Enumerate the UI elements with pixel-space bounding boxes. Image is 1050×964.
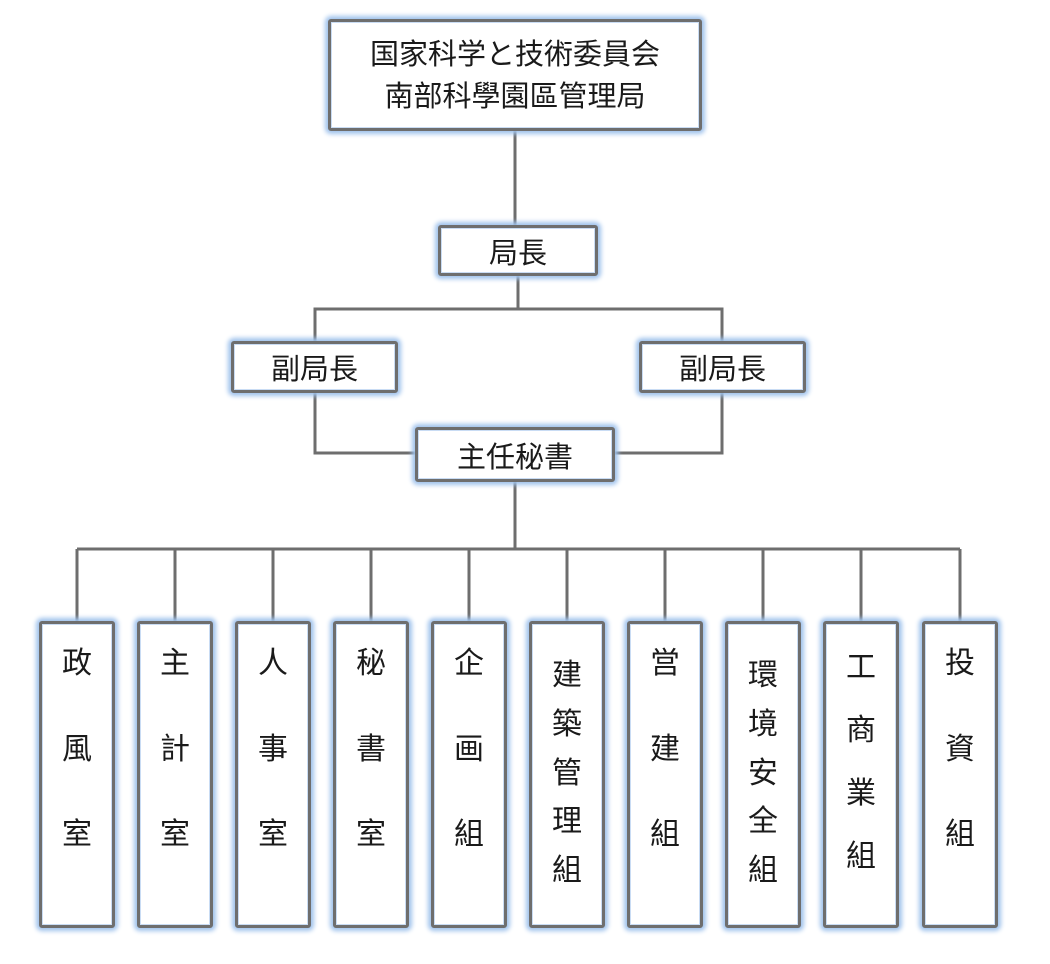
unit-label-char: 全 (748, 804, 778, 840)
chief-secretary-box: 主任秘書 (415, 427, 615, 482)
unit-label-char: 組 (552, 853, 582, 888)
unit-label-char: 環 (748, 658, 778, 693)
deputy-director-right-box: 副局長 (639, 341, 806, 393)
line-deputy-left-secretary (313, 393, 415, 455)
unit-label-char: 風 (62, 731, 92, 767)
unit-box: 工商業組 (823, 621, 899, 928)
unit-box: 政風室 (39, 621, 115, 928)
root-line-1: 国家科学と技術委員会 (369, 37, 660, 71)
unit-label-char: 室 (356, 817, 386, 852)
unit-label-char: 事 (258, 731, 288, 767)
unit-label-char: 組 (846, 839, 876, 874)
unit-label-char: 画 (454, 731, 484, 767)
unit-label-char: 政 (62, 646, 92, 681)
unit-label-char: 投 (945, 646, 975, 681)
unit-label-char: 境 (748, 706, 778, 742)
unit-box: 投資組 (922, 621, 998, 928)
unit-label-char: 築 (552, 706, 582, 742)
unit-label-char: 書 (356, 731, 386, 767)
root-line-2: 南部科學園區管理局 (384, 79, 646, 113)
unit-label-char: 商 (846, 713, 876, 748)
deputy-director-left-box: 副局長 (231, 341, 398, 393)
unit-label-char: 室 (62, 817, 92, 852)
root-organization-box: 国家科学と技術委員会 南部科學園區管理局 (328, 19, 702, 131)
unit-label-char: 建 (552, 658, 582, 693)
unit-label-char: 安 (748, 755, 778, 791)
unit-label-char: 人 (258, 646, 288, 681)
unit-box: 主計室 (137, 621, 213, 928)
unit-label-char: 組 (454, 817, 484, 852)
unit-box: 人事室 (235, 621, 311, 928)
unit-label-char: 室 (258, 817, 288, 852)
unit-box: 環境安全組 (725, 621, 801, 928)
unit-label-char: 組 (748, 853, 778, 888)
unit-label-char: 組 (650, 817, 680, 852)
unit-box: 建築管理組 (529, 621, 605, 928)
director-box: 局長 (438, 225, 598, 276)
unit-label-char: 計 (160, 731, 190, 767)
unit-label-char: 秘 (356, 646, 386, 681)
unit-box: 秘書室 (333, 621, 409, 928)
unit-label-char: 室 (160, 817, 190, 852)
unit-label-char: 組 (945, 817, 975, 852)
unit-label-char: 業 (846, 776, 876, 811)
unit-label-char: 工 (846, 650, 876, 685)
unit-label-char: 建 (650, 731, 680, 767)
line-deputy-right-secretary (615, 393, 724, 455)
unit-label-char: 企 (454, 646, 484, 681)
unit-box: 営建組 (627, 621, 703, 928)
unit-box: 企画組 (431, 621, 507, 928)
unit-label-char: 主 (160, 646, 190, 681)
unit-label-char: 営 (650, 646, 680, 681)
unit-label-char: 管 (552, 755, 582, 791)
unit-label-char: 理 (552, 804, 582, 840)
unit-label-char: 資 (945, 731, 975, 767)
line-unit-drops (75, 549, 962, 621)
line-secretary-units (77, 482, 960, 551)
line-director-deputies (313, 276, 724, 341)
